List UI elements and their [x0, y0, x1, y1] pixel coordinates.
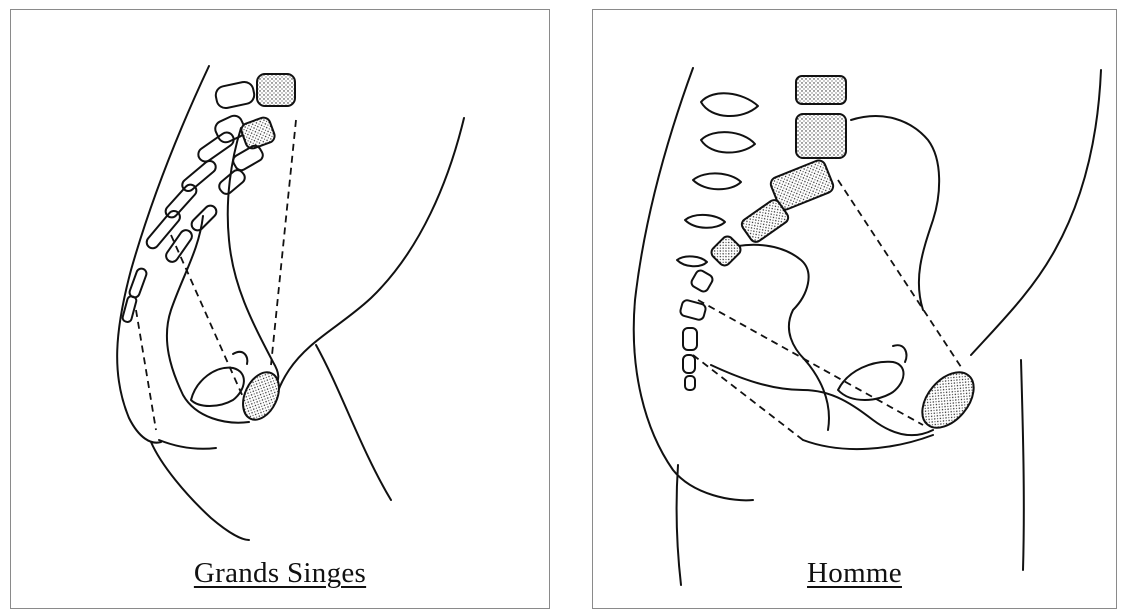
pubic-symphysis [912, 363, 984, 438]
belly-outline [275, 118, 464, 402]
pubis-hook [233, 352, 247, 364]
outlet-line [136, 310, 156, 430]
human-pelvis-drawing [593, 10, 1117, 609]
diagonal-line [171, 235, 251, 415]
ischium [711, 365, 933, 435]
leg-front [316, 345, 391, 500]
front-thigh [1021, 360, 1024, 570]
ilium [851, 116, 939, 310]
inlet-line [838, 180, 963, 370]
great-apes-pelvis-drawing [11, 10, 550, 609]
belly-outline [971, 70, 1101, 355]
obturator [838, 362, 904, 400]
thigh-line [159, 440, 216, 449]
leg-back [151, 442, 249, 540]
inlet-line [271, 120, 296, 365]
human-panel: Homme [592, 9, 1117, 609]
outlet-line [693, 355, 803, 440]
pubic-hook [893, 345, 907, 362]
great-apes-caption: Grands Singes [11, 557, 549, 590]
human-caption: Homme [593, 557, 1116, 590]
obturator [191, 368, 244, 406]
great-apes-panel: Grands Singes [10, 9, 550, 609]
lower-pelvis [803, 435, 933, 449]
sacro-ilium [721, 245, 829, 430]
ischium [167, 216, 249, 423]
back-outline [117, 66, 209, 443]
